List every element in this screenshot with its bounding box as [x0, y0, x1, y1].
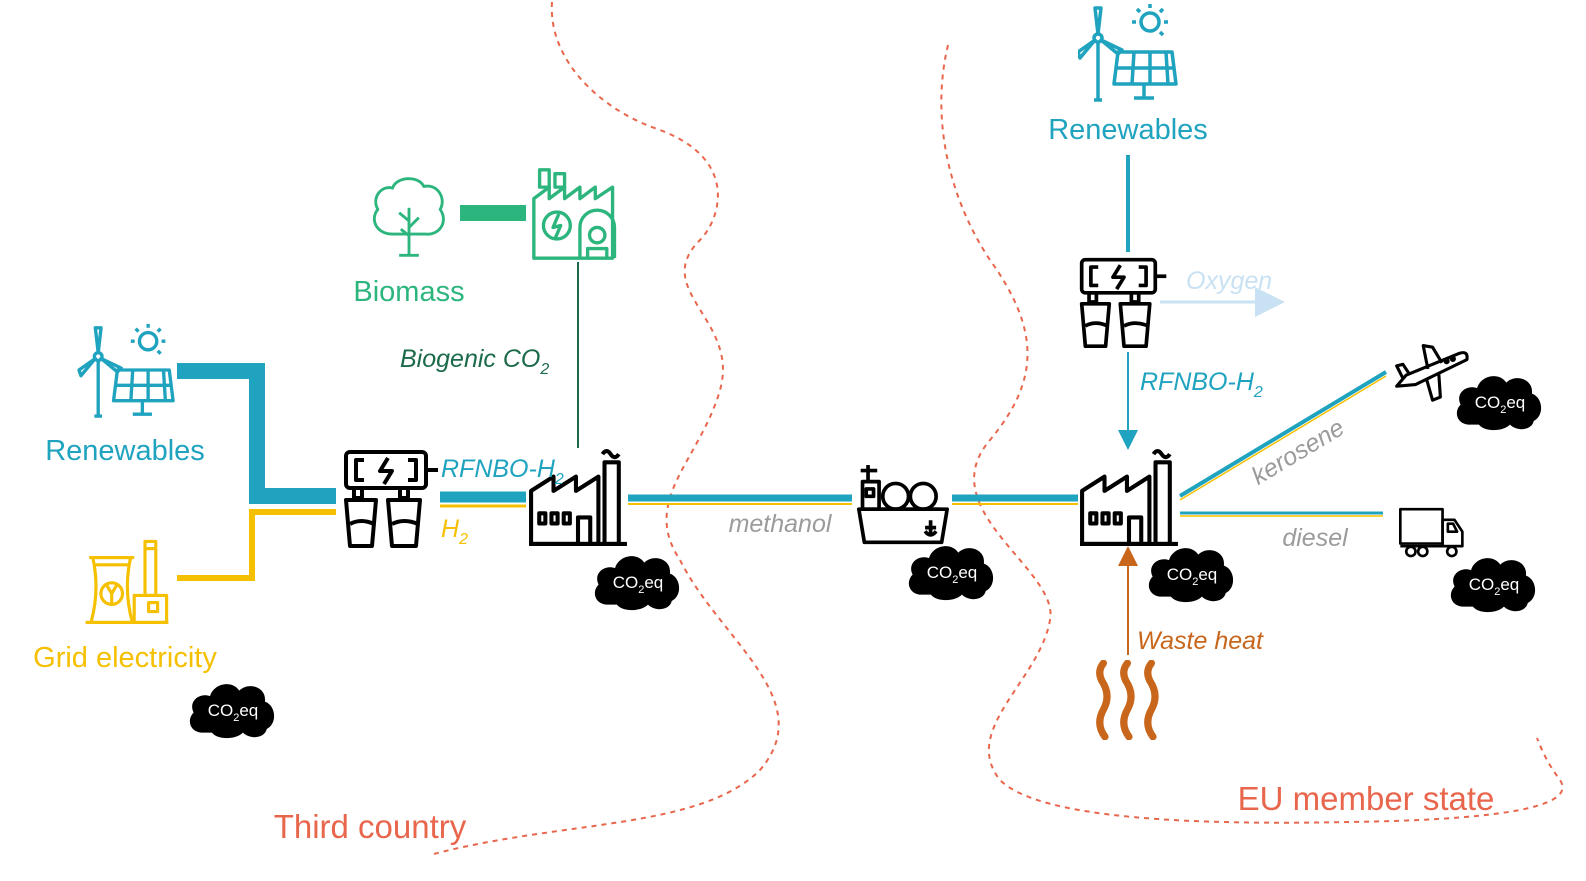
cloud-eu-factory: CO2eq [1148, 548, 1234, 603]
svg-text:CO2eq: CO2eq [613, 573, 664, 596]
left-electrolyzer-icon [346, 452, 438, 546]
third-country-label: Third country [274, 808, 467, 845]
cloud-ship: CO2eq [908, 546, 994, 601]
cloud-grid: CO2eq [189, 684, 275, 739]
biomass-label: Biomass [353, 276, 464, 308]
kerosene-flow-teal [1178, 370, 1388, 498]
grid-electricity-label: Grid electricity [33, 642, 217, 674]
third-country-border [429, 1, 780, 856]
grid-flow [177, 509, 336, 581]
left-wind-solar-icon [77, 322, 175, 418]
svg-text:CO2eq: CO2eq [1167, 565, 1218, 588]
renewables-flow [177, 363, 336, 504]
svg-text:CO2eq: CO2eq [927, 563, 978, 586]
svg-text:CO2eq: CO2eq [1469, 575, 1520, 598]
cloud-left-factory: CO2eq [594, 556, 680, 611]
methanol-label: methanol [729, 510, 833, 538]
tree-icon [372, 176, 446, 258]
left-renewables-label: Renewables [45, 435, 205, 467]
left-rfnbo-h2-label: RFNBO-H2 [441, 455, 564, 488]
kerosene-flow-yellow [1179, 375, 1387, 501]
eu-member-state-label: EU member state [1238, 780, 1495, 817]
nuclear-plant-icon [83, 539, 171, 625]
ship-icon [859, 465, 947, 542]
eu-factory-icon [1080, 451, 1178, 544]
eu-wind-solar-icon [1078, 2, 1178, 102]
waste-heat-label: Waste heat [1137, 627, 1264, 655]
truck-icon [1400, 509, 1462, 556]
biogas-plant-icon [532, 168, 617, 260]
diesel-label: diesel [1282, 524, 1349, 552]
airplane-icon [1397, 346, 1467, 401]
eu-electrolyzer-icon [1079, 257, 1169, 349]
waste-heat-icon [1100, 663, 1155, 737]
cloud-airplane: CO2eq [1456, 376, 1542, 431]
biogenic-co2-label: Biogenic CO2 [400, 345, 549, 378]
h2-label: H2 [441, 515, 468, 548]
eu-renewables-label: Renewables [1048, 114, 1208, 146]
cloud-truck: CO2eq [1450, 558, 1536, 613]
svg-text:CO2eq: CO2eq [1475, 393, 1526, 416]
oxygen-label: Oxygen [1186, 267, 1272, 295]
svg-text:CO2eq: CO2eq [208, 701, 259, 724]
eu-border [940, 44, 1564, 824]
eu-rfnbo-h2-label: RFNBO-H2 [1140, 368, 1263, 401]
